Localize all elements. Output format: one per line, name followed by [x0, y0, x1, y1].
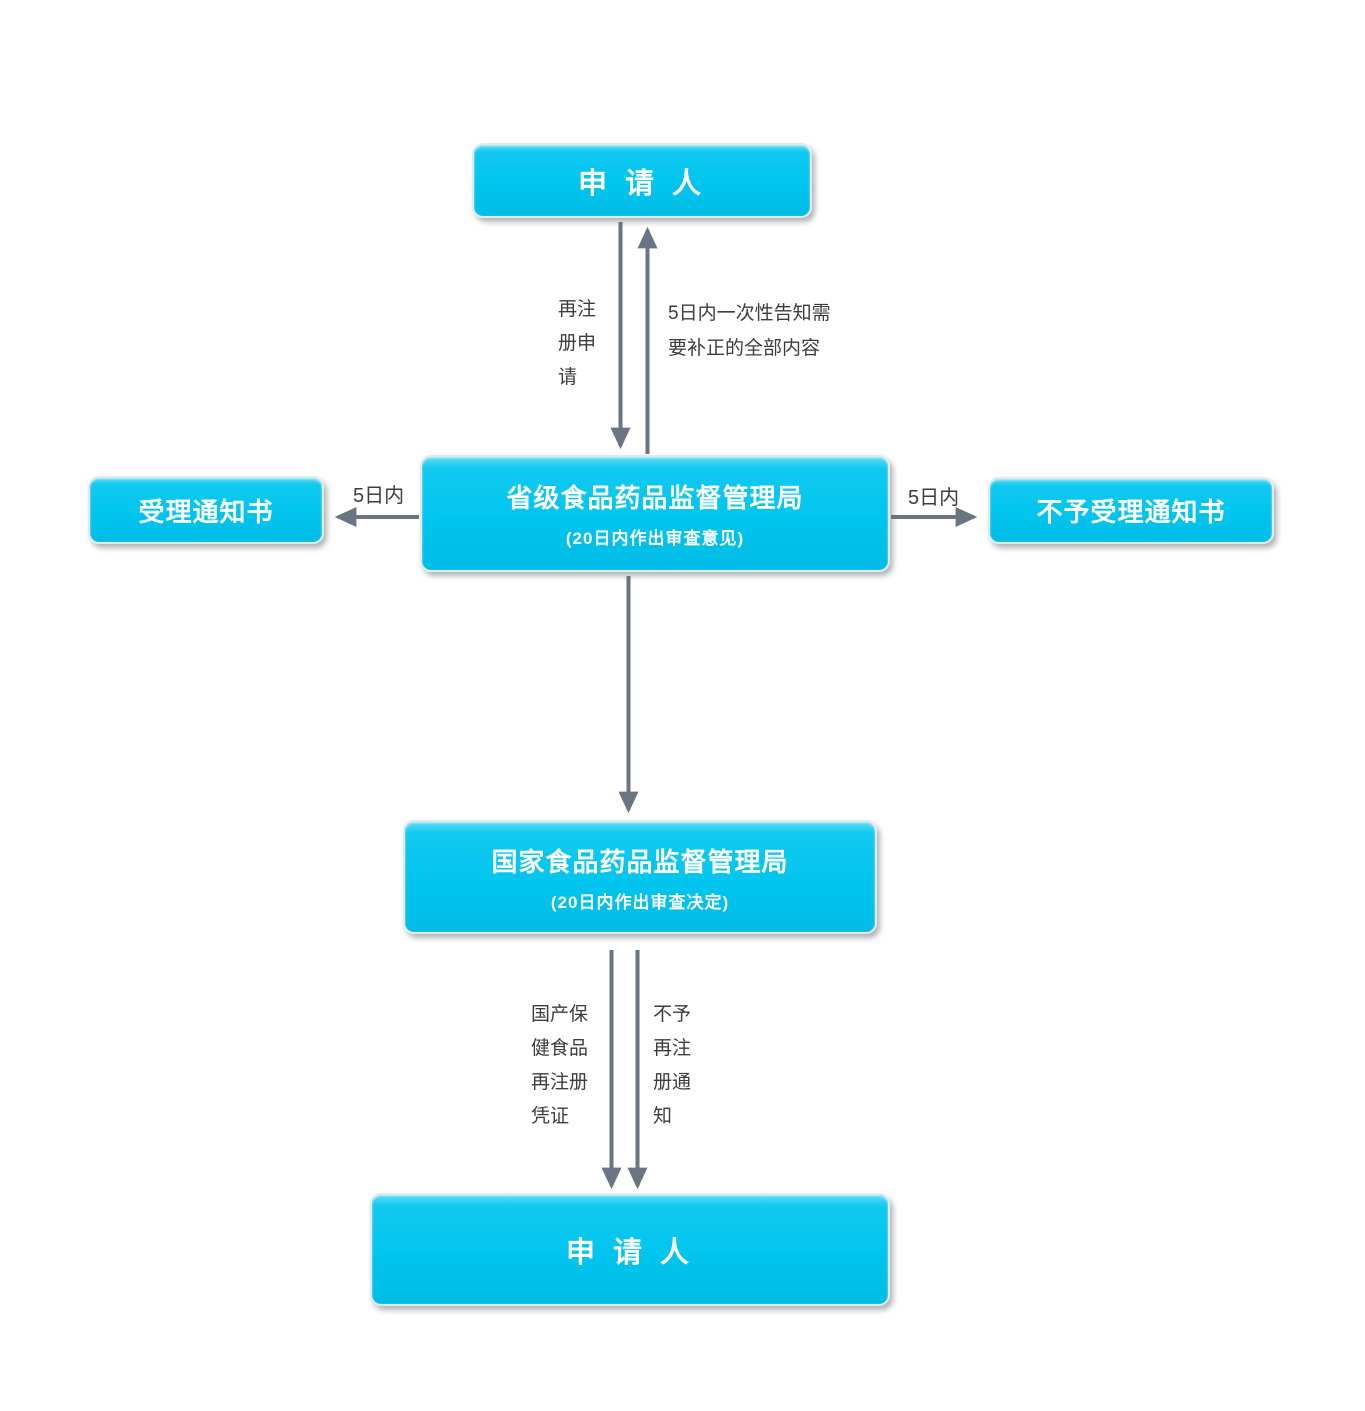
- node-applicant-bottom: 申 请 人: [370, 1193, 890, 1306]
- node-rejection-notice-label: 不予受理通知书: [1036, 497, 1226, 527]
- node-national-fda: 国家食品药品监督管理局 (20日内作出审查决定): [403, 820, 877, 934]
- node-provincial-fda-title: 省级食品药品监督管理局: [506, 483, 804, 513]
- node-rejection-notice: 不予受理通知书: [988, 477, 1274, 544]
- node-acceptance-notice-label: 受理通知书: [138, 496, 274, 527]
- node-applicant-top-label: 申 请 人: [577, 167, 707, 200]
- node-national-fda-subtitle: (20日内作出审查决定): [550, 892, 730, 912]
- node-applicant-bottom-label: 申 请 人: [565, 1236, 695, 1269]
- edge-label-no-renewal-notice: 不予 再注 册通 知: [653, 1004, 692, 1127]
- node-provincial-fda: 省级食品药品监督管理局 (20日内作出审查意见): [420, 455, 890, 572]
- edge-label-reregistration-application: 再注 册申 请: [558, 299, 597, 388]
- edge-label-five-days-right: 5日内: [908, 487, 960, 509]
- edge-label-certificate: 国产保 健食品 再注册 凭证: [531, 1004, 589, 1127]
- edge-label-supplement-notice: 5日内一次性告知需 要补正的全部内容: [668, 303, 831, 359]
- node-national-fda-title: 国家食品药品监督管理局: [491, 846, 789, 877]
- edge-label-five-days-left: 5日内: [353, 485, 405, 507]
- node-applicant-top: 申 请 人: [472, 143, 812, 218]
- node-acceptance-notice: 受理通知书: [88, 476, 324, 544]
- node-provincial-fda-subtitle: (20日内作出审查意见): [565, 529, 745, 548]
